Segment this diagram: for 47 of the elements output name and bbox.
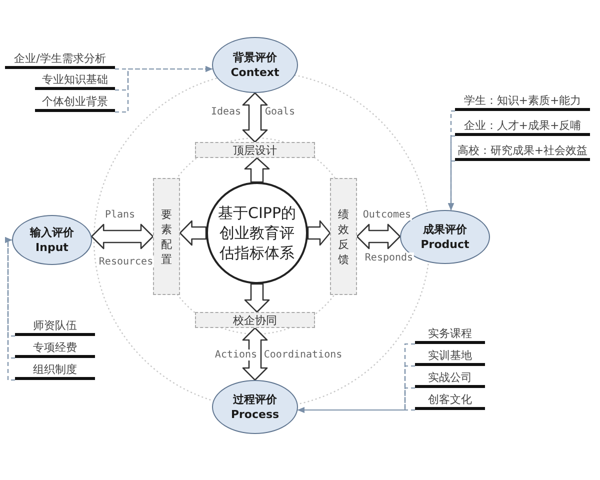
double-hollow-arrow xyxy=(242,92,268,143)
node-title: 输入评价 xyxy=(30,225,74,240)
node-title: 成果评价 xyxy=(423,222,467,237)
underlined-item: 专业知识基础 xyxy=(35,73,115,90)
central-circle: 基于CIPP的创业教育评估指标体系 xyxy=(206,182,308,284)
flow-label: Resources xyxy=(98,256,154,268)
underlined-item: 创客文化 xyxy=(415,393,485,410)
hollow-arrow xyxy=(244,157,270,183)
connector-arrow xyxy=(448,160,455,210)
dotted-box: 校企协同 xyxy=(195,312,315,328)
node-subtitle: Input xyxy=(36,240,68,255)
node-title: 过程评价 xyxy=(233,392,277,407)
node-subtitle: Context xyxy=(230,65,280,80)
dotted-box: 顶层设计 xyxy=(195,142,315,158)
connector-arrow xyxy=(298,343,415,413)
underlined-item: 个体创业背景 xyxy=(35,95,115,112)
underlined-item: 企业/学生需求分析 xyxy=(5,52,115,69)
underlined-item: 师资队伍 xyxy=(15,319,95,336)
hollow-arrow xyxy=(244,283,270,313)
edge-label: Plans xyxy=(104,210,136,220)
flow-label: Coordinations xyxy=(262,350,344,360)
underlined-item: 学生：知识+素质+能力 xyxy=(455,94,590,111)
edge-label: Actions xyxy=(214,350,258,360)
underlined-item: 企业：人才+成果+反哺 xyxy=(455,119,590,136)
connector-arrow xyxy=(298,407,415,413)
double-hollow-arrow xyxy=(356,224,401,250)
dotted-box: 要素配置 xyxy=(153,178,180,295)
underlined-item: 实务课程 xyxy=(415,327,485,344)
underlined-item: 高校：研究成果+社会效益 xyxy=(455,144,590,161)
dotted-box: 绩效反馈 xyxy=(330,178,357,295)
flow-label: Responds xyxy=(364,252,414,264)
node-subtitle: Process xyxy=(230,407,280,422)
underlined-item: 实训基地 xyxy=(415,349,485,366)
edge-label: Ideas xyxy=(210,106,242,118)
hollow-arrow xyxy=(307,220,331,246)
connector-arrow xyxy=(115,66,212,113)
underlined-item: 实战公司 xyxy=(415,371,485,388)
node-title: 背景评价 xyxy=(233,50,277,65)
hollow-arrow xyxy=(179,220,207,246)
underlined-item: 组织制度 xyxy=(15,363,95,380)
flow-label: Goals xyxy=(264,106,296,118)
connector-arrow xyxy=(5,237,15,381)
ellipse-node xyxy=(12,215,92,265)
double-hollow-arrow xyxy=(90,224,154,250)
node-subtitle: Product xyxy=(420,237,470,252)
edge-label: Outcomes xyxy=(362,210,412,220)
underlined-item: 专项经费 xyxy=(15,341,95,358)
